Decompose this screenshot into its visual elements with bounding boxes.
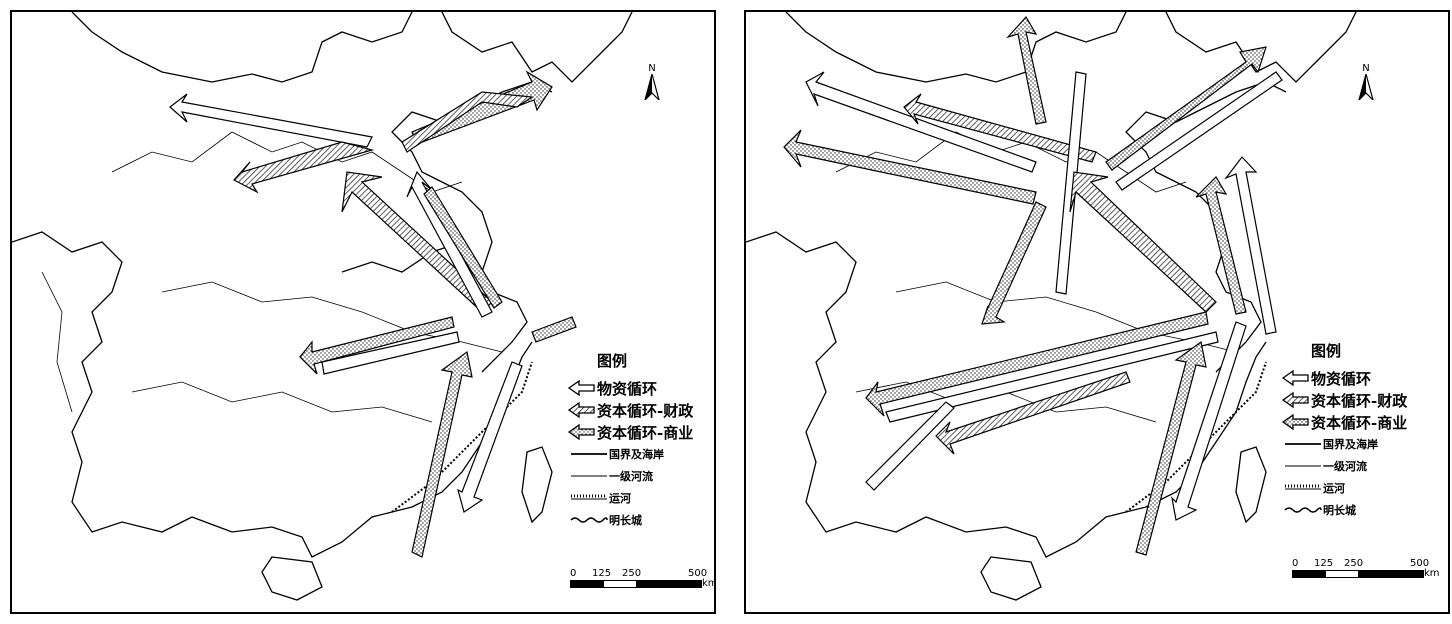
north-arrow-icon: [643, 71, 661, 103]
hollow-arrow-icon: [1281, 369, 1309, 387]
dotted-arrow-icon: [567, 423, 595, 441]
scale-tick: 250: [1344, 558, 1364, 569]
scale-bar: 0 125 250 500 km: [1292, 558, 1440, 579]
legend-label: 运河: [609, 492, 631, 505]
hollow-arrow-icon: [567, 379, 595, 397]
scale-tick: 500: [1410, 558, 1430, 569]
scale-bar: 0 125 250 500 km: [570, 568, 714, 589]
scale-unit: km: [1424, 568, 1440, 579]
canal-line-icon: [571, 494, 607, 500]
scale-tick: 0: [1292, 558, 1299, 569]
great-wall-icon: [570, 517, 608, 523]
legend-label: 一级河流: [1323, 460, 1367, 473]
dotted-arrow-icon: [1281, 413, 1309, 431]
north-label: N: [1362, 63, 1370, 74]
map-panel-left: N 图例 物资循环 资本循环-财政 资本循环-商业 国界及海岸 一级河流: [10, 10, 716, 614]
river-line-icon: [571, 475, 607, 477]
great-wall-icon: [1284, 507, 1322, 513]
legend-label: 国界及海岸: [1323, 438, 1378, 451]
border-line-icon: [1285, 443, 1321, 445]
legend-title: 图例: [1311, 342, 1342, 360]
flow-arrows: [783, 15, 1283, 556]
legend-label: 国界及海岸: [609, 448, 664, 461]
border-line-icon: [571, 453, 607, 455]
legend-label: 物资循环: [1311, 369, 1372, 388]
north-label: N: [648, 63, 656, 74]
canal-line-icon: [1285, 484, 1321, 490]
north-arrow: N: [1354, 64, 1378, 104]
scale-bar-graphic: [570, 580, 702, 588]
scale-unit: km: [702, 578, 716, 589]
coastline-detail: [1125, 361, 1267, 513]
scale-tick: 500: [688, 568, 708, 579]
legend-label: 明长城: [609, 514, 642, 527]
legend-row-fiscal: 资本循环-财政: [567, 399, 693, 421]
legend-row-commerce: 资本循环-商业: [1281, 411, 1407, 433]
north-arrow-icon: [1357, 71, 1375, 103]
legend-label: 资本循环-商业: [597, 423, 694, 442]
legend-title: 图例: [597, 352, 628, 370]
scale-tick: 250: [622, 568, 642, 579]
legend-label: 资本循环-财政: [597, 401, 694, 420]
base-map: [12, 12, 633, 601]
map-panel-right: N 图例 物资循环 资本循环-财政 资本循环-商业 国界及海岸 一级河流: [744, 10, 1450, 614]
north-arrow: N: [640, 64, 664, 104]
legend-label: 运河: [1323, 482, 1345, 495]
hatched-arrow-icon: [567, 401, 595, 419]
scale-bar-graphic: [1292, 570, 1424, 578]
scale-tick: 0: [570, 568, 577, 579]
legend-row-canal: 运河: [567, 487, 693, 509]
legend-row-material: 物资循环: [567, 377, 693, 399]
legend-label: 明长城: [1323, 504, 1356, 517]
base-map: [746, 12, 1357, 601]
legend-row-wall: 明长城: [1281, 499, 1407, 521]
legend-row-fiscal: 资本循环-财政: [1281, 389, 1407, 411]
legend-row-wall: 明长城: [567, 509, 693, 531]
legend-row-river: 一级河流: [1281, 455, 1407, 477]
legend-label: 物资循环: [597, 379, 658, 398]
hatched-arrow-icon: [1281, 391, 1309, 409]
legend-row-border: 国界及海岸: [1281, 433, 1407, 455]
legend-row-commerce: 资本循环-商业: [567, 421, 693, 443]
legend-left: 图例 物资循环 资本循环-财政 资本循环-商业 国界及海岸 一级河流 运河 明长…: [567, 350, 693, 531]
legend-label: 资本循环-财政: [1311, 391, 1408, 410]
scale-tick: 125: [1314, 558, 1334, 569]
legend-label: 一级河流: [609, 470, 653, 483]
legend-label: 资本循环-商业: [1311, 413, 1408, 432]
legend-row-border: 国界及海岸: [567, 443, 693, 465]
legend-right: 图例 物资循环 资本循环-财政 资本循环-商业 国界及海岸 一级河流 运河 明长…: [1281, 340, 1407, 521]
river-line-icon: [1285, 465, 1321, 467]
legend-row-material: 物资循环: [1281, 367, 1407, 389]
flow-arrows: [169, 70, 577, 558]
legend-row-canal: 运河: [1281, 477, 1407, 499]
scale-tick: 125: [592, 568, 612, 579]
legend-row-river: 一级河流: [567, 465, 693, 487]
